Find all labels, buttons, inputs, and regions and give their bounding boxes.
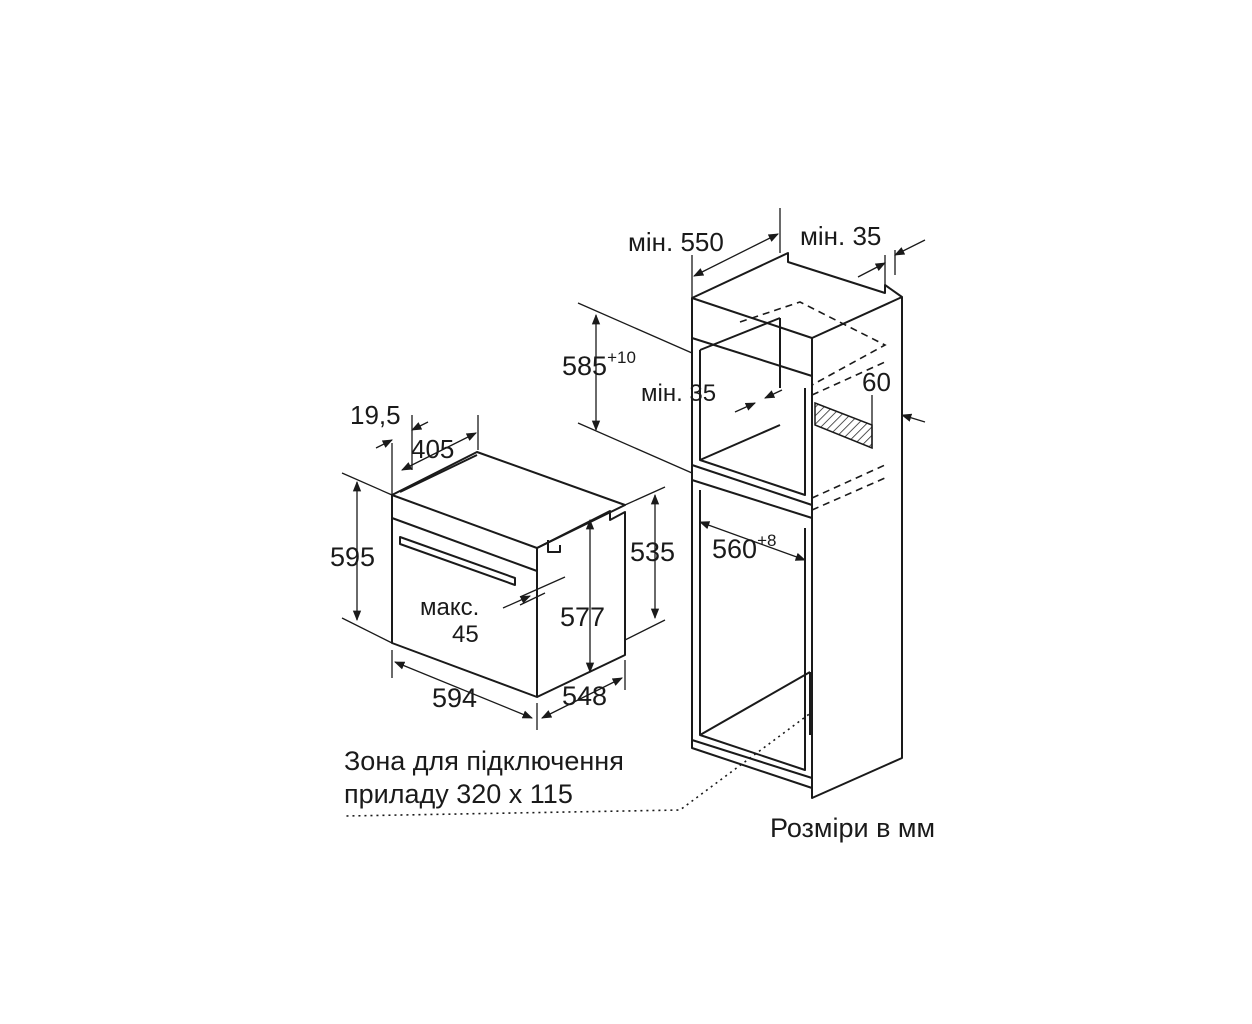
cabinet-vent-hatch — [814, 401, 873, 450]
cabinet-shelf-3 — [691, 479, 813, 519]
oven-inner-height-dim: 535 — [630, 537, 675, 567]
cabinet-niche-top — [699, 317, 781, 351]
oven-inset-dim: 19,5 — [350, 400, 401, 430]
oven-handle — [399, 536, 516, 586]
oven-rear-notch — [547, 540, 561, 553]
cabinet-niche — [699, 350, 806, 496]
cabinet-rear-dashed-top — [739, 301, 887, 386]
cabinet-plinth — [691, 740, 813, 799]
cabinet-lower — [699, 490, 806, 771]
oven-max-value: 45 — [452, 621, 479, 648]
cabinet-top — [691, 252, 903, 339]
cabinet-lower-floor — [699, 671, 811, 736]
cabinet-niche-height-dim: 585+10 — [562, 348, 636, 381]
oven-max-label: макс. — [420, 594, 479, 621]
oven-front-height-dim: 577 — [560, 602, 605, 632]
cabinet-rear-dashed-mid — [811, 361, 886, 396]
connection-zone-line1: Зона для підключення — [344, 746, 624, 776]
oven-body-side — [536, 510, 626, 698]
cabinet-rear-dashed-low — [811, 464, 886, 499]
cabinet-min-rear-dim: мін. 35 — [800, 221, 881, 251]
cabinet-vent-dim: 60 — [862, 367, 891, 397]
cabinet-min-depth-dim: мін. 550 — [628, 227, 724, 257]
cabinet-shelf-2 — [691, 464, 813, 506]
cabinet-shelf-1 — [691, 337, 813, 377]
oven-control-strip — [391, 517, 538, 572]
oven-top-depth-dim: 405 — [411, 434, 454, 464]
connection-zone-line2: приладу 320 x 115 — [344, 779, 573, 809]
cabinet-niche-width-dim: 560+8 — [712, 531, 776, 564]
cabinet-right-side — [811, 297, 903, 799]
cabinet-min-gap-dim: мін. 35 — [641, 380, 716, 407]
connection-zone-leader — [345, 440, 813, 817]
units-note: Розміри в мм — [770, 813, 935, 843]
oven-height-dim: 595 — [330, 542, 375, 572]
cabinet-drawing — [691, 252, 903, 799]
oven-drawing — [391, 451, 626, 698]
cabinet-dimensions — [345, 208, 926, 817]
oven-dimensions — [341, 415, 666, 730]
cabinet-rear-dashed-low2 — [811, 477, 886, 511]
oven-width-dim: 594 — [432, 683, 477, 713]
oven-depth-dim: 548 — [562, 681, 607, 711]
cabinet-niche-floor — [699, 424, 781, 461]
